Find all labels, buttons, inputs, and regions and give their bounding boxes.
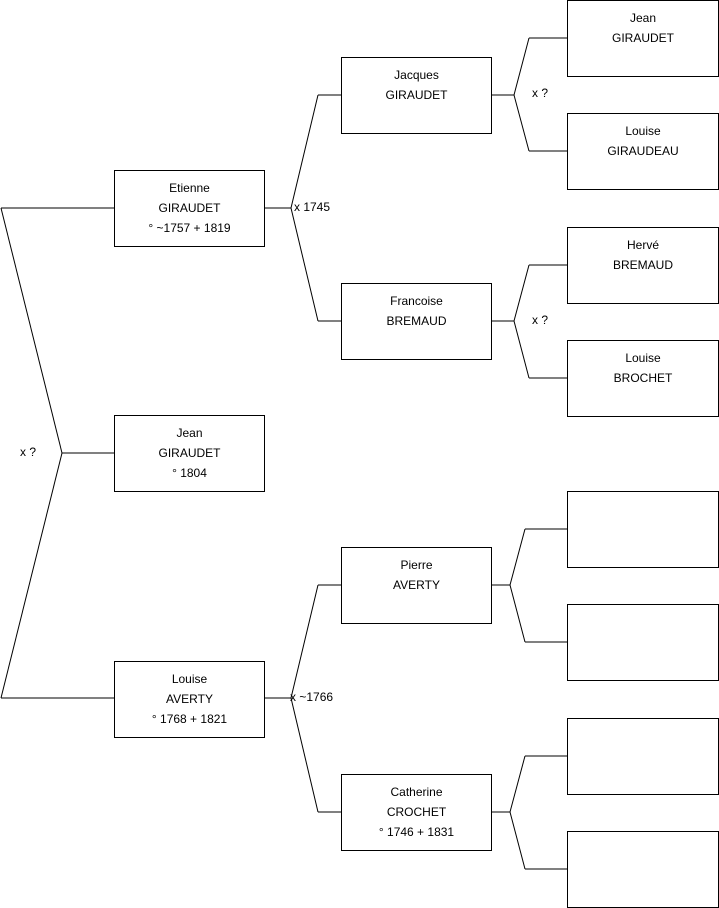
person-box-jean-giraudet-elder[interactable]: Jean GIRAUDET (567, 0, 719, 77)
last-name (568, 746, 718, 766)
first-name: Francoise (390, 294, 443, 308)
first-name (568, 612, 718, 632)
last-name (568, 632, 718, 652)
first-name: Louise (625, 124, 661, 138)
life-dates (342, 595, 491, 615)
connector (290, 697, 319, 813)
marriage-label-francoise-parents: x ? (532, 313, 549, 327)
last-name: GIRAUDEAU (607, 144, 679, 158)
last-name: AVERTY (393, 578, 440, 592)
marriage-label-jacques-parents: x ? (532, 86, 549, 100)
person-box-francoise-bremaud[interactable]: Francoise BREMAUD (341, 283, 492, 360)
first-name: Jacques (394, 68, 439, 82)
connector (290, 94, 319, 209)
first-name: Jean (176, 426, 203, 440)
last-name (568, 519, 718, 539)
last-name: GIRAUDET (158, 446, 221, 460)
person-box-empty[interactable] (567, 831, 719, 908)
first-name: Louise (171, 672, 208, 686)
first-name: Hervé (626, 238, 659, 252)
life-dates: ° ~1757 + 1819 (148, 221, 231, 235)
person-box-etienne-giraudet[interactable]: Etienne GIRAUDET ° ~1757 + 1819 (114, 170, 265, 247)
person-box-pierre-averty[interactable]: Pierre AVERTY (341, 547, 492, 624)
life-dates: ° 1768 + 1821 (151, 712, 228, 726)
person-box-herve-bremaud[interactable]: Hervé BREMAUD (567, 227, 719, 304)
connector (290, 584, 319, 699)
marriage-label-root-parents: x ? (20, 445, 37, 459)
first-name: Louise (625, 351, 661, 365)
person-box-louise-brochet[interactable]: Louise BROCHET (567, 340, 719, 417)
first-name (568, 499, 718, 519)
person-box-louise-averty[interactable]: Louise AVERTY ° 1768 + 1821 (114, 661, 265, 738)
last-name: BREMAUD (386, 314, 447, 328)
last-name: GIRAUDET (611, 31, 674, 45)
connector (0, 452, 63, 699)
life-dates: ° 1804 (172, 466, 207, 480)
connector (513, 94, 530, 152)
first-name: Jean (629, 11, 657, 25)
connector (290, 207, 319, 322)
connector (509, 584, 526, 643)
connector (0, 207, 63, 454)
last-name: BREMAUD (612, 258, 673, 272)
last-name: BROCHET (613, 371, 673, 385)
person-box-empty[interactable] (567, 718, 719, 795)
connector (509, 755, 526, 813)
person-box-jacques-giraudet[interactable]: Jacques GIRAUDET (341, 57, 492, 134)
first-name (568, 839, 718, 859)
first-name: Etienne (169, 181, 210, 195)
life-dates (342, 105, 491, 125)
connector (509, 528, 526, 586)
connector (513, 264, 530, 322)
connector (513, 320, 530, 379)
first-name: Pierre (400, 558, 433, 572)
marriage-label-father-parents: x 1745 (294, 200, 331, 214)
connector (509, 811, 526, 870)
last-name (568, 859, 718, 879)
last-name: AVERTY (166, 692, 213, 706)
last-name: GIRAUDET (385, 88, 448, 102)
person-box-catherine-crochet[interactable]: Catherine CROCHET ° 1746 + 1831 (341, 774, 492, 851)
connector (513, 37, 530, 96)
person-box-jean-giraudet-root[interactable]: Jean GIRAUDET ° 1804 (114, 415, 265, 492)
person-box-empty[interactable] (567, 491, 719, 568)
person-box-louise-giraudeau[interactable]: Louise GIRAUDEAU (567, 113, 719, 190)
first-name (568, 726, 718, 746)
marriage-label-mother-parents: x ~1766 (290, 690, 334, 704)
life-dates (342, 331, 491, 351)
last-name: CROCHET (386, 805, 447, 819)
life-dates: ° 1746 + 1831 (378, 825, 455, 839)
person-box-empty[interactable] (567, 604, 719, 681)
last-name: GIRAUDET (158, 201, 221, 215)
first-name: Catherine (390, 785, 443, 799)
